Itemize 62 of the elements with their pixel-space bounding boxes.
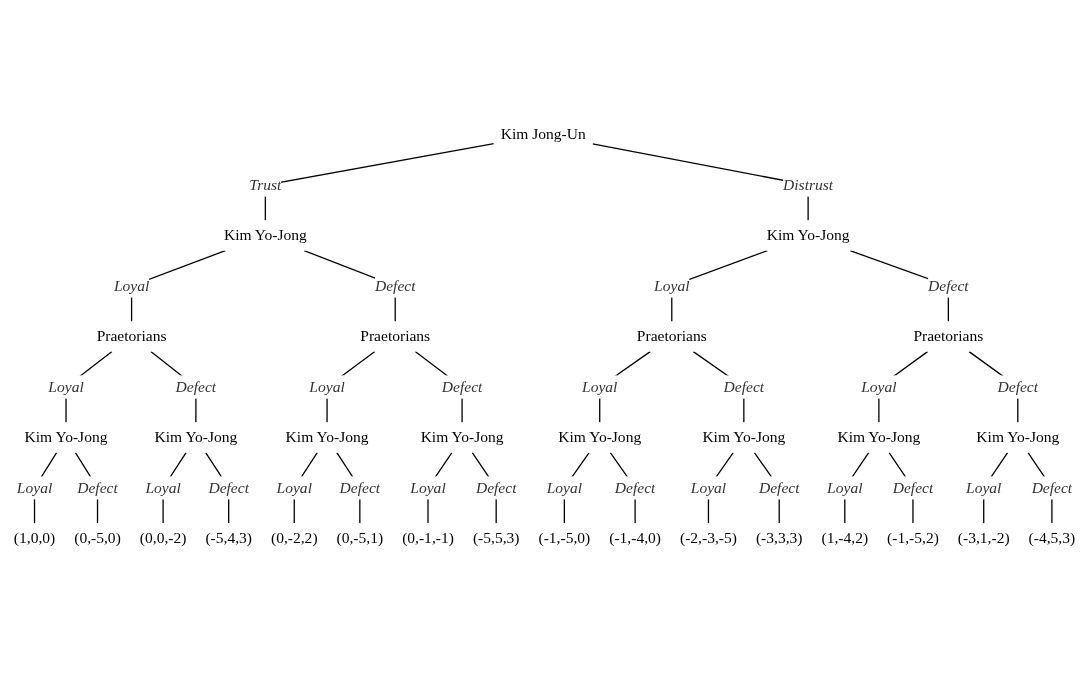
- node-text: Kim Jong-Un: [500, 125, 586, 143]
- edge-label: Trust: [249, 175, 282, 194]
- node-text: Praetorians: [913, 327, 984, 345]
- edge-label: Defect: [208, 478, 249, 497]
- node-text: (-1,-5,0): [538, 529, 591, 547]
- node-text: (1,0,0): [13, 529, 56, 547]
- edge-label: Loyal: [145, 478, 181, 497]
- node-text: Kim Yo-Jong: [420, 428, 504, 446]
- edge-label: Loyal: [410, 478, 446, 497]
- edge-label: Defect: [928, 276, 969, 295]
- node-text: Kim Yo-Jong: [766, 226, 850, 244]
- node-text: Kim Yo-Jong: [154, 428, 238, 446]
- edge-label: Defect: [441, 377, 483, 396]
- node-text: (-3,3,3): [755, 529, 803, 547]
- connector: [264, 142, 495, 222]
- node-text: (-3,1,-2): [957, 529, 1010, 547]
- edge-label: Defect: [374, 276, 416, 295]
- edge-label: Loyal: [966, 478, 1002, 497]
- edge-label: Defect: [758, 478, 800, 497]
- node-text: (-5,5,3): [472, 529, 520, 547]
- edge-label: Defect: [614, 478, 656, 497]
- edge-label: Loyal: [582, 377, 618, 396]
- edge-label: Defect: [339, 478, 381, 497]
- node-text: Kim Yo-Jong: [702, 428, 786, 446]
- node-text: (1,-4,2): [821, 529, 869, 547]
- node-text: (0,0,-2): [139, 529, 187, 547]
- edge-label: Loyal: [827, 478, 863, 497]
- edge-label: Loyal: [113, 276, 150, 295]
- node-text: (0,-2,2): [270, 529, 318, 547]
- node-text: Praetorians: [636, 327, 707, 345]
- node-text: (-1,-4,0): [609, 529, 661, 547]
- node-text: Praetorians: [360, 327, 431, 345]
- edge-label: Distrust: [783, 175, 834, 194]
- node-text: (-2,-3,-5): [679, 529, 737, 547]
- edge-label: Defect: [892, 478, 934, 497]
- node-text: Kim Yo-Jong: [558, 428, 642, 446]
- node-text: Kim Yo-Jong: [976, 428, 1060, 446]
- edge-label: Loyal: [276, 478, 312, 497]
- node-text: (-1,-5,2): [887, 529, 939, 547]
- edge-label: Loyal: [16, 478, 53, 497]
- node-text: Praetorians: [96, 327, 167, 345]
- edge-label: Defect: [723, 377, 765, 396]
- edge-label: Defect: [997, 377, 1039, 396]
- edge-label: Loyal: [654, 276, 690, 295]
- edge-label: Loyal: [861, 377, 897, 396]
- node-text: (0,-1,-1): [402, 529, 454, 547]
- node-text: (0,-5,1): [336, 529, 384, 547]
- node-text: (-5,4,3): [205, 529, 252, 547]
- edge-label: Loyal: [48, 377, 84, 396]
- node-text: Kim Yo-Jong: [24, 428, 108, 446]
- edge-label: Loyal: [690, 478, 727, 497]
- edge-label: Defect: [175, 377, 217, 396]
- edge-label: Loyal: [309, 377, 345, 396]
- node-text: (0,-5,0): [74, 529, 121, 547]
- node-text: (-4,5,3): [1028, 529, 1076, 547]
- node-text: Kim Yo-Jong: [285, 428, 369, 446]
- edge-label: Defect: [1031, 478, 1073, 497]
- edge-label: Defect: [475, 478, 517, 497]
- node-text: Kim Yo-Jong: [837, 428, 921, 446]
- node-text: Kim Yo-Jong: [223, 226, 307, 244]
- edge-label: Loyal: [546, 478, 583, 497]
- edge-label: Defect: [77, 478, 118, 497]
